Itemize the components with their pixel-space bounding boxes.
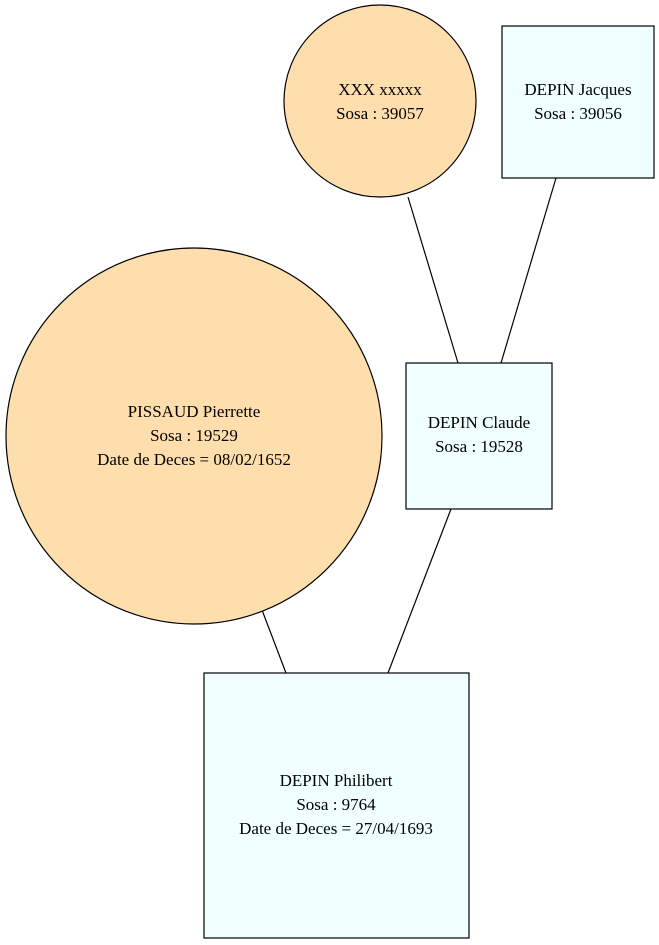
node-death-19529: Date de Deces = 08/02/1652	[97, 450, 291, 469]
node-shape-9764	[203, 672, 470, 939]
node-sosa-19529: Sosa : 19529	[150, 426, 238, 445]
person-node-19528[interactable]: DEPIN Claude Sosa : 19528	[405, 362, 553, 510]
edges	[261, 177, 557, 674]
node-sosa-39057: Sosa : 39057	[336, 104, 424, 123]
node-shape-39057	[283, 4, 477, 198]
node-name-19529: PISSAUD Pierrette	[128, 402, 261, 421]
node-name-39056: DEPIN Jacques	[524, 80, 631, 99]
node-shape-39056	[501, 25, 655, 179]
person-node-39057[interactable]: XXX xxxxx Sosa : 39057	[283, 4, 477, 198]
node-shape-19528	[405, 362, 553, 510]
node-name-9764: DEPIN Philibert	[280, 771, 393, 790]
edge-19528-to-9764	[387, 508, 452, 674]
node-name-19528: DEPIN Claude	[428, 413, 530, 432]
person-node-19529[interactable]: PISSAUD Pierrette Sosa : 19529 Date de D…	[5, 247, 383, 625]
node-sosa-19528: Sosa : 19528	[435, 437, 523, 456]
node-death-9764: Date de Deces = 27/04/1693	[239, 819, 433, 838]
edge-39057-to-19528	[407, 196, 459, 364]
node-shape-19529	[5, 247, 383, 625]
node-name-39057: XXX xxxxx	[338, 80, 422, 99]
node-sosa-9764: Sosa : 9764	[296, 795, 376, 814]
person-node-9764[interactable]: DEPIN Philibert Sosa : 9764 Date de Dece…	[203, 672, 470, 939]
person-node-39056[interactable]: DEPIN Jacques Sosa : 39056	[501, 25, 655, 179]
edge-39056-to-19528	[500, 177, 557, 364]
edge-19529-to-9764	[261, 609, 287, 674]
node-sosa-39056: Sosa : 39056	[534, 104, 622, 123]
